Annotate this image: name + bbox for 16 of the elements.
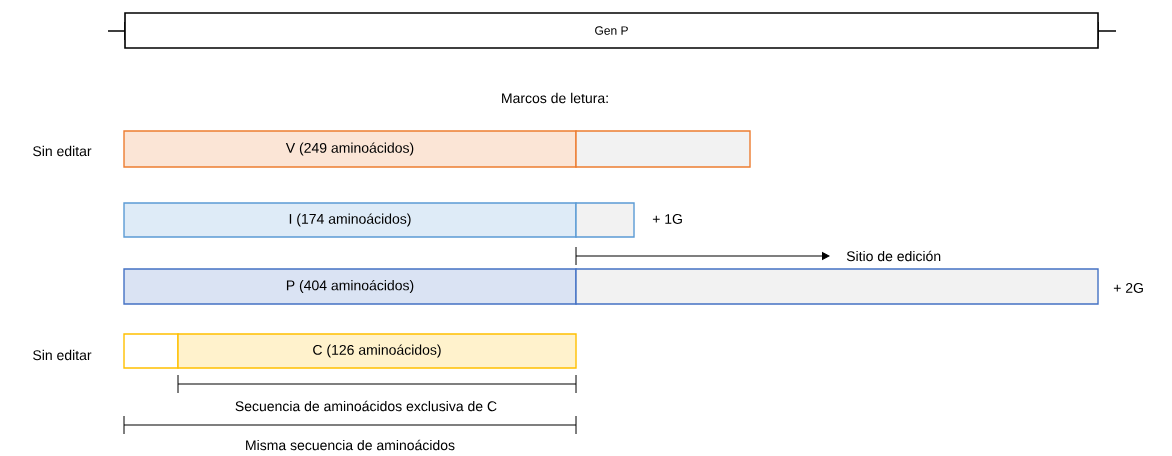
insertion-label: + 2G	[1113, 283, 1143, 293]
insertion-label: + 1G	[652, 214, 682, 224]
bar-segment	[123, 333, 179, 369]
reading-frame-bar: P (404 aminoácidos)	[123, 268, 577, 305]
bar-segment	[575, 268, 1099, 305]
bar-segment	[575, 130, 751, 168]
reading-frame-bar: C (126 aminoácidos)	[177, 333, 577, 369]
bracket-label: Secuencia de aminoácidos exclusiva de C	[235, 400, 497, 412]
reading-frame-bar: V (249 aminoácidos)	[123, 130, 577, 168]
bar-segment	[575, 202, 635, 238]
reading-frame-bar: I (174 aminoácidos)	[123, 202, 577, 238]
bracket-label: Misma secuencia de aminoácidos	[246, 439, 455, 451]
row-label: Sin editar	[33, 145, 92, 157]
row-label: Sin editar	[33, 349, 92, 361]
section-heading: Marcos de letura:	[502, 92, 608, 104]
gene-bar: Gen P	[124, 12, 1099, 49]
